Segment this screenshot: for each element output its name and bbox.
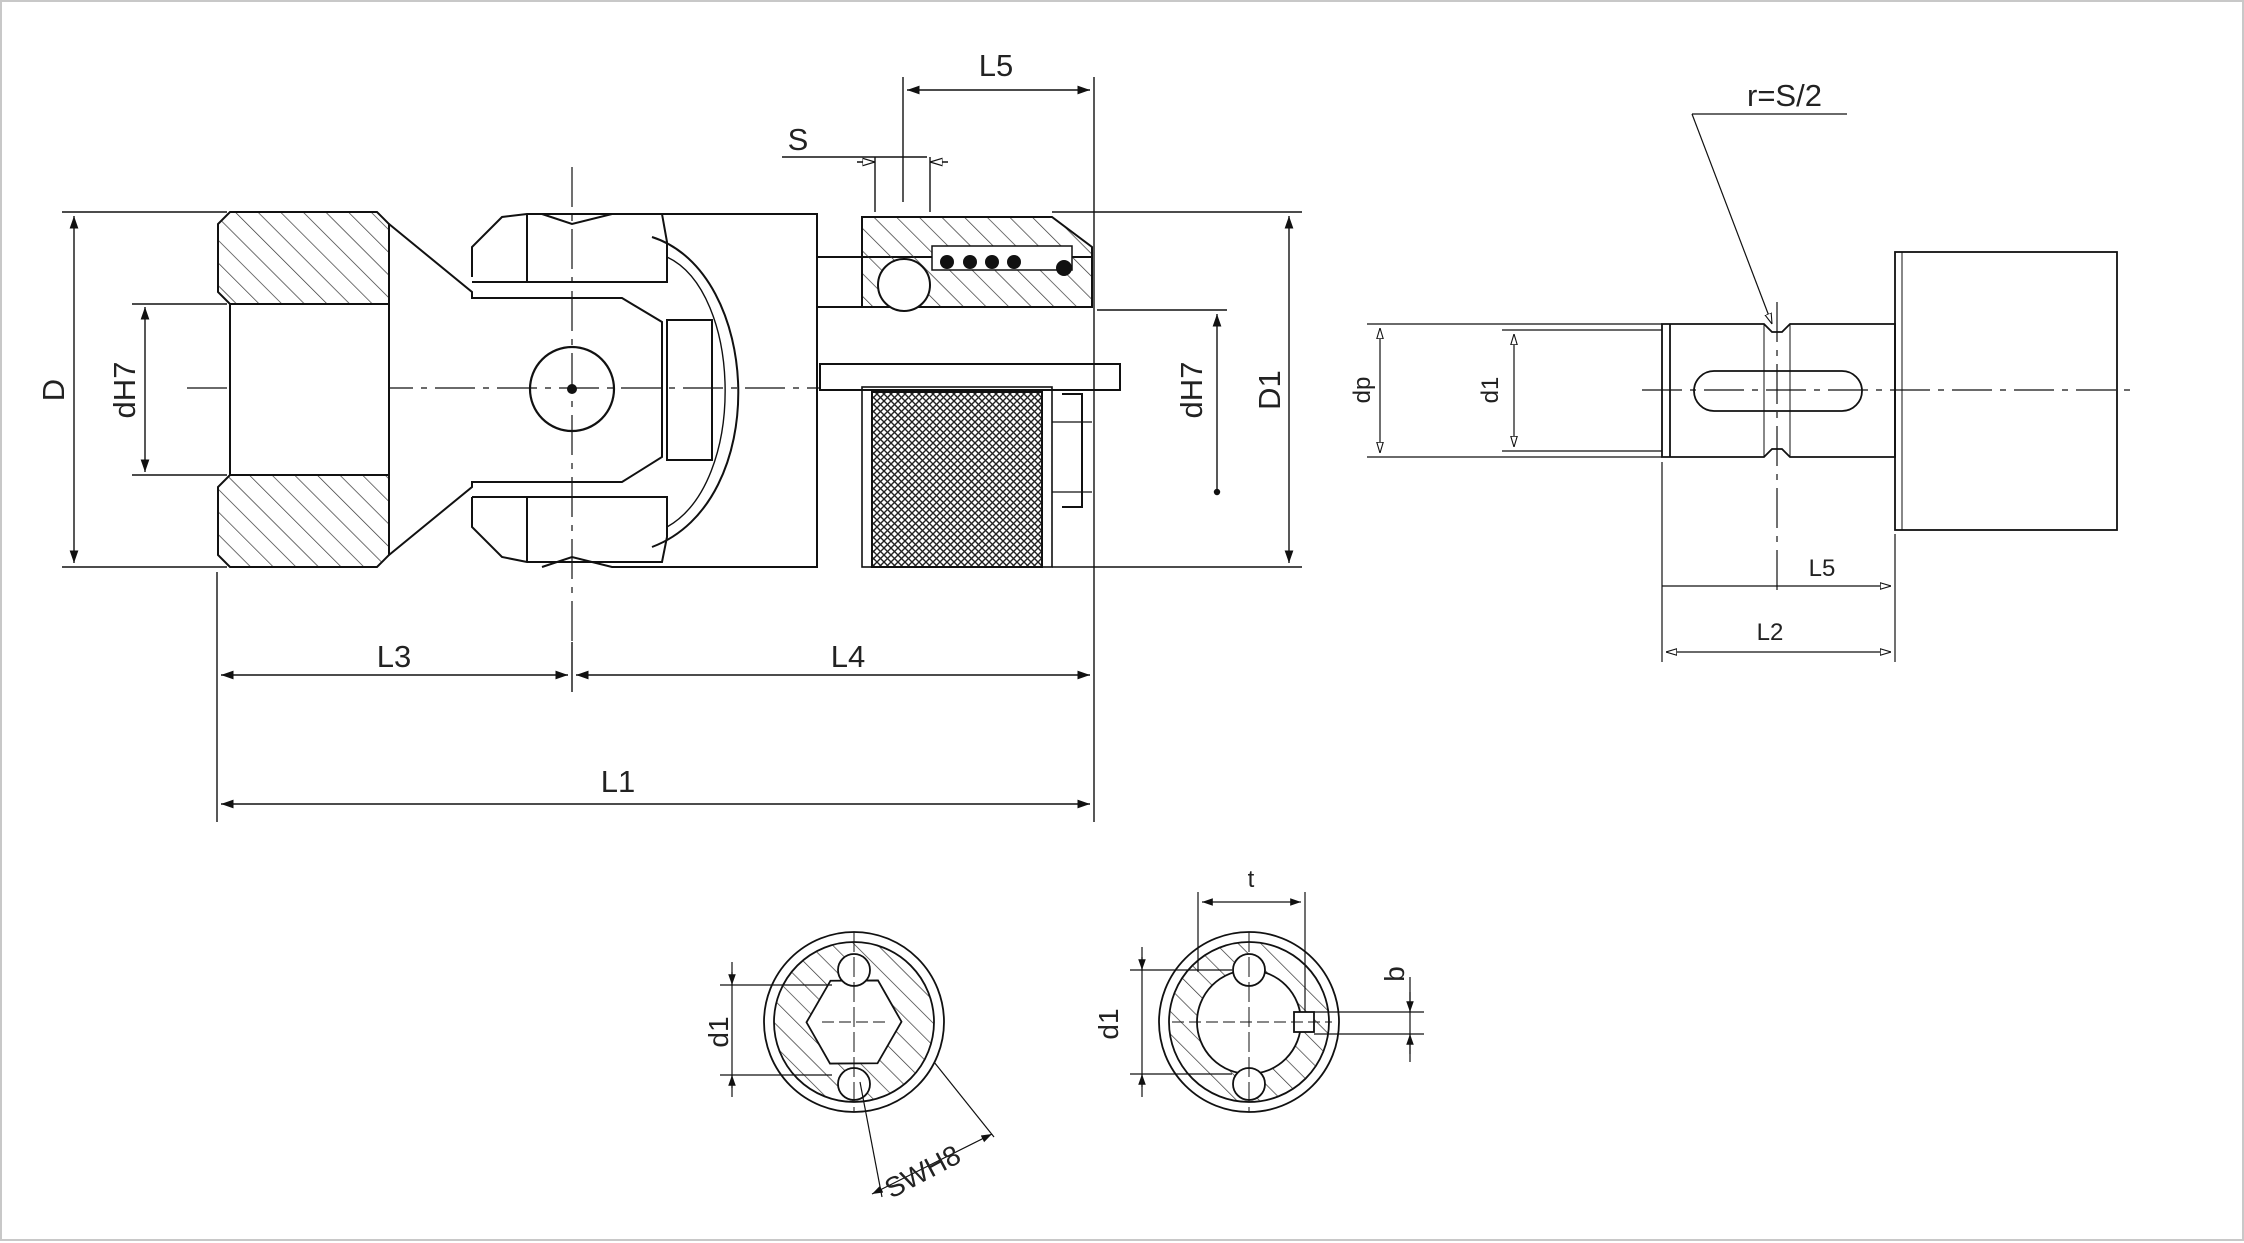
label-D1: D1 — [1252, 370, 1287, 410]
label-d1-key: d1 — [1093, 1008, 1124, 1039]
label-r-note: r=S/2 — [1747, 78, 1822, 113]
label-d1-side: d1 — [1477, 377, 1504, 404]
label-dp: dp — [1349, 377, 1376, 404]
label-dH7-right: dH7 — [1174, 362, 1209, 419]
label-L1: L1 — [601, 764, 635, 799]
label-L2: L2 — [1757, 619, 1784, 646]
label-L3: L3 — [377, 639, 411, 674]
label-t: t — [1248, 866, 1255, 893]
label-d1-hex: d1 — [703, 1016, 734, 1047]
side-dimensions — [1367, 113, 1896, 662]
label-L5-top: L5 — [979, 48, 1013, 83]
left-hub-section — [217, 211, 390, 568]
keyway-section — [1158, 931, 1340, 1113]
label-dH7-left: dH7 — [107, 362, 142, 419]
label-SWH8: SWH8 — [880, 1139, 966, 1204]
knurled-collar — [871, 391, 1043, 568]
hex-section — [763, 931, 945, 1113]
main-dim-labels: L5 S D dH7 dH7 D1 L3 L4 L1 — [36, 48, 1287, 799]
label-b: b — [1379, 966, 1410, 982]
label-S: S — [788, 122, 809, 157]
label-L5-side: L5 — [1809, 555, 1836, 582]
main-view — [187, 167, 1121, 642]
main-dimensions — [62, 77, 1302, 822]
keyway-dim-labels: t d1 b — [1093, 866, 1410, 1040]
keyway-dimensions — [1130, 892, 1424, 1097]
label-D: D — [36, 379, 71, 401]
spring-balls — [940, 255, 1072, 276]
cross-pin — [528, 345, 616, 433]
side-dim-labels: r=S/2 dp d1 L5 L2 — [1349, 78, 1835, 646]
label-L4: L4 — [831, 639, 865, 674]
hex-dimensions — [720, 962, 995, 1198]
shaft-side-view — [1642, 251, 2132, 590]
